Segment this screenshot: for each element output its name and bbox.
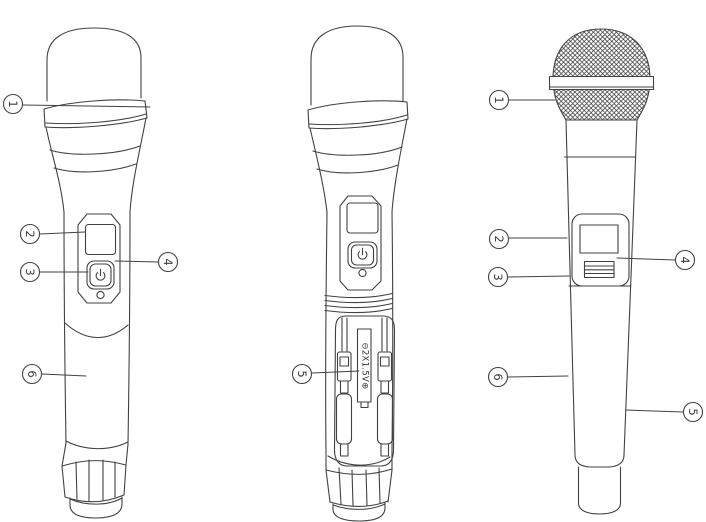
- mic1-callout-4: 4: [161, 258, 175, 266]
- mesh-grille-head: [552, 28, 651, 121]
- callout-leader-lines: [22, 99, 684, 413]
- mic1-callout-1: 1: [6, 100, 20, 108]
- led-indicator: [96, 290, 105, 300]
- power-icon: [357, 247, 368, 260]
- bottom-cap: [332, 502, 386, 522]
- battery-rating-text: ⊖2X1.5V⊕: [359, 341, 370, 390]
- mic3-callout-1: 1: [492, 96, 506, 104]
- bottom-cap: [577, 466, 622, 515]
- mic3-callout-3: 3: [491, 273, 505, 281]
- mic-body: [565, 119, 576, 456]
- mic-battery-open-view-drawing: [307, 25, 409, 522]
- battery-slot: [335, 393, 353, 445]
- mic-head: [46, 27, 142, 102]
- battery-rating-label: ⊖2X1.5V⊕: [356, 330, 373, 401]
- battery-compartment: [333, 315, 396, 467]
- control-panel: [77, 213, 121, 304]
- grip-ribs: [75, 459, 116, 502]
- mic-head: [310, 25, 404, 106]
- mic1-callout-6: 6: [25, 370, 39, 378]
- display-screen: [579, 224, 619, 254]
- mic-head-band: [307, 100, 409, 130]
- mic3-callout-5: 5: [686, 408, 700, 416]
- mic1-callout-3: 3: [23, 268, 37, 276]
- power-button: [347, 241, 378, 269]
- mic-body: [63, 211, 67, 445]
- mic3-callout-2: 2: [492, 235, 506, 243]
- mic-mesh-view-drawing: [548, 28, 655, 515]
- display-screen: [346, 202, 379, 234]
- display-screen: [84, 223, 117, 256]
- battery-label-strip: [356, 328, 372, 403]
- power-button: [86, 260, 115, 290]
- mic2-callout-5: 5: [295, 370, 309, 378]
- mic3-callout-6: 6: [491, 373, 505, 381]
- mic-front-view-drawing: [43, 27, 148, 519]
- bottom-cap: [69, 496, 123, 519]
- callout-circles: [2, 89, 704, 423]
- led-indicator: [358, 268, 367, 278]
- mic1-callout-2: 2: [23, 230, 37, 238]
- mic3-callout-4: 4: [678, 256, 692, 264]
- grip-ribs: [338, 467, 381, 507]
- grille-band: [548, 75, 655, 91]
- power-icon: [95, 268, 106, 281]
- mic-body: [325, 211, 328, 453]
- battery-slot: [376, 393, 394, 445]
